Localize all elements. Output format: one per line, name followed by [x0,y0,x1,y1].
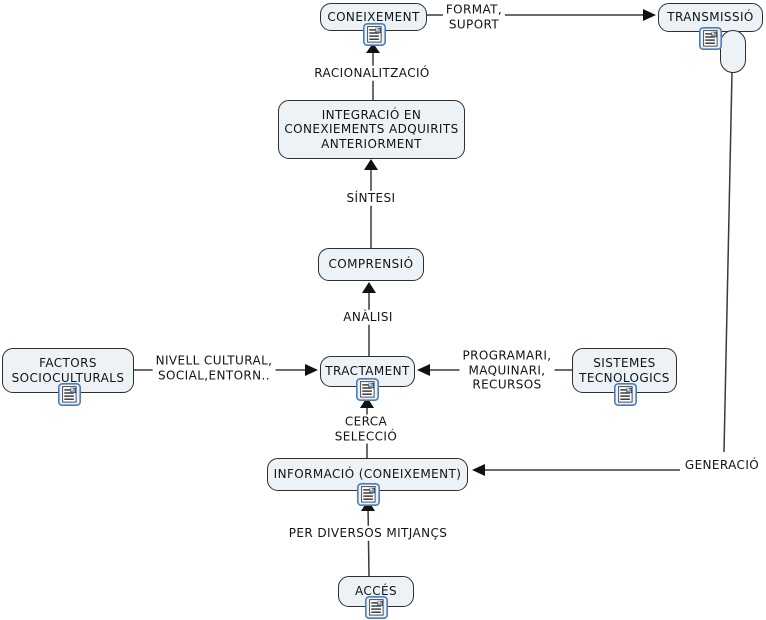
link-label-generacio[interactable]: GENERACIÓ [681,457,763,473]
arrowhead-to-informacio-right [472,464,485,476]
resource-document-icon [356,378,379,401]
resource-document-icon [363,23,386,46]
resource-document-icon [365,596,388,619]
resource-document-icon[interactable] [357,483,380,506]
resource-document-icon[interactable] [58,383,81,406]
resource-document-icon[interactable] [365,596,388,619]
resource-document-icon[interactable] [363,23,386,46]
arrowhead-to-tractament-left [305,364,318,376]
resource-document-icon[interactable] [356,378,379,401]
link-label-sintesi[interactable]: SÍNTESI [343,190,399,206]
connector-transmissio-generacio [723,71,733,453]
resource-document-icon [357,483,380,506]
node-transmissio-sub-capsule[interactable] [720,30,746,73]
node-integracio[interactable]: INTEGRACIÓ EN CONEXIEMENTS ADQUIRITS ANT… [278,100,465,159]
link-label-nivell-cultural[interactable]: NIVELL CULTURAL, SOCIAL,ENTORN.. [152,353,276,383]
node-comprensio[interactable]: COMPRENSIÓ [318,248,424,281]
link-label-per-diversos[interactable]: PER DIVERSOS MITJANÇS [285,525,451,541]
arrowhead-to-integracio [364,159,378,170]
resource-document-icon [58,383,81,406]
link-label-analisi[interactable]: ANÀLISI [340,309,396,325]
link-label-format-suport[interactable]: FORMAT, SUPORT [442,2,506,32]
link-label-racionalitzacio[interactable]: RACIONALITZACIÓ [311,65,433,81]
resource-document-icon[interactable] [614,383,637,406]
resource-document-icon[interactable] [699,27,722,50]
link-label-cerca-seleccio[interactable]: CERCA SELECCIÓ [331,414,401,444]
arrowhead-to-tractament-right [417,364,430,376]
arrowhead-to-comprensio [362,282,376,293]
link-label-programari[interactable]: PROGRAMARI, MAQUINARI, RECURSOS [459,348,555,392]
connector-acces-informacio [367,505,370,577]
resource-document-icon [614,383,637,406]
arrowhead-to-coneixement [366,43,380,53]
arrowhead-to-tractament-bottom [360,397,374,408]
resource-document-icon [699,27,722,50]
arrowhead-to-transmissio [643,9,656,21]
